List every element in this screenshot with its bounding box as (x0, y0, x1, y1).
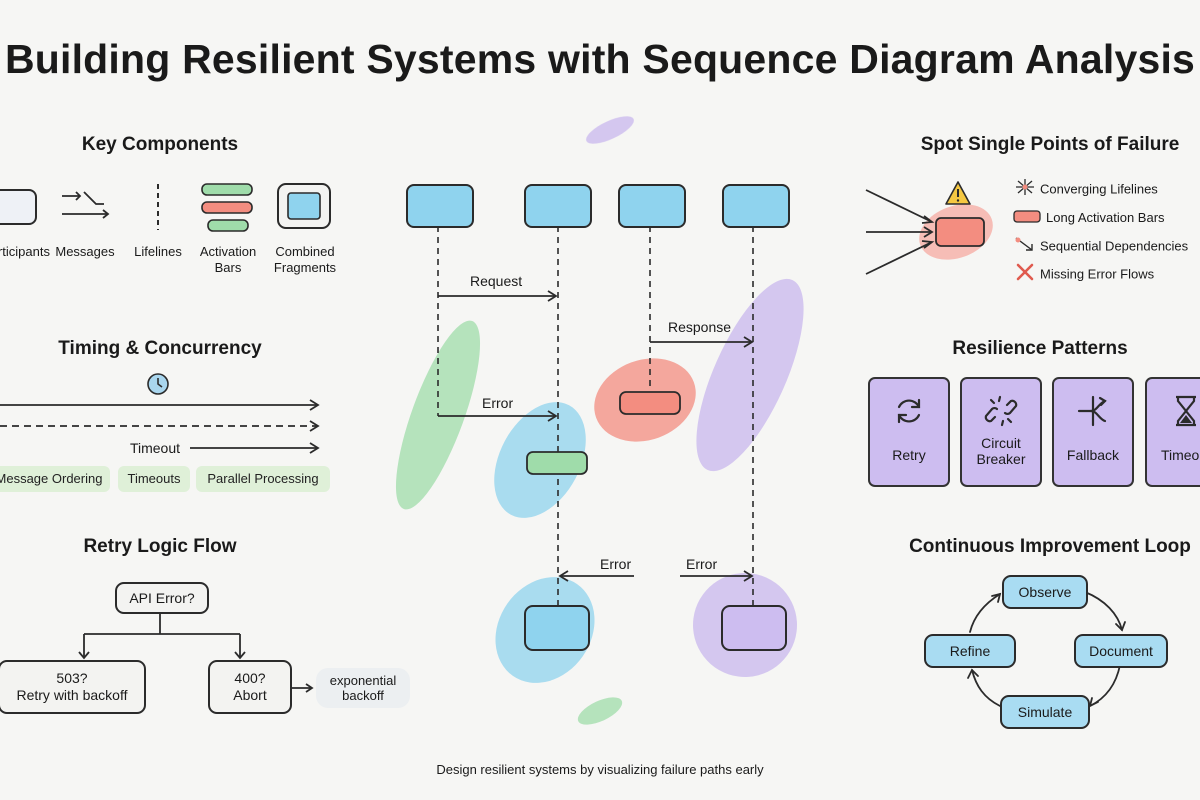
loop-node-refine: Refine (924, 634, 1016, 668)
component-label: Activation Bars (199, 244, 257, 275)
spof-item: Converging Lifelines (1012, 177, 1158, 197)
combined-fragments-icon (277, 183, 331, 229)
clock-icon (147, 373, 169, 395)
component-label: Participants (0, 244, 50, 259)
bottleneck-node (935, 217, 985, 247)
timing-heading: Timing & Concurrency (58, 338, 262, 359)
pattern-card-timeout: Timeout (1145, 377, 1200, 487)
participant-box (618, 184, 686, 228)
participant-box (524, 184, 592, 228)
timeout-label: Timeout (129, 440, 181, 456)
broken-link-icon (962, 393, 1040, 434)
retry-icon (870, 393, 948, 434)
message-response: Response (668, 319, 732, 335)
api-error-node: API Error? (115, 582, 209, 614)
participant-box (722, 184, 790, 228)
loop-node-observe: Observe (1002, 575, 1088, 609)
pill-parallel-processing: Parallel Processing (196, 466, 330, 492)
patterns-heading: Resilience Patterns (952, 338, 1128, 359)
activation-bar-green (526, 451, 588, 475)
retry-heading: Retry Logic Flow (83, 536, 237, 557)
participant-box-bottom (524, 605, 590, 651)
hourglass-icon (1147, 393, 1200, 434)
pill-timeouts: Timeouts (118, 466, 190, 492)
participant-icon (0, 189, 37, 225)
loop-node-simulate: Simulate (1000, 695, 1090, 729)
activation-bars-icon (201, 183, 253, 232)
messages-icon (62, 191, 110, 219)
abort-node: 400? Abort (208, 660, 292, 714)
dependency-icon (1012, 234, 1040, 260)
fork-icon (1054, 393, 1132, 434)
converging-icon (1012, 177, 1040, 203)
page-title: Building Resilient Systems with Sequence… (4, 36, 1196, 82)
component-label: Lifelines (134, 244, 182, 259)
pattern-card-retry: Retry (868, 377, 950, 487)
x-icon (1012, 262, 1040, 288)
message-request: Request (470, 273, 523, 289)
footer-caption: Design resilient systems by visualizing … (436, 762, 764, 777)
participant-box (406, 184, 474, 228)
spof-diagram (865, 181, 993, 275)
key-components-icons (0, 183, 331, 232)
pill-message-ordering: Message Ordering (0, 466, 110, 492)
component-label: Combined Fragments (273, 244, 337, 275)
timing-arrows (0, 373, 320, 454)
message-error: Error (686, 556, 718, 572)
activation-bar-icon (1012, 206, 1041, 232)
sequence-diagram (395, 116, 804, 725)
component-label: Messages (55, 244, 115, 259)
message-error: Error (600, 556, 632, 572)
spof-item: Sequential Dependencies (1012, 234, 1188, 254)
spof-item: Missing Error Flows (1012, 262, 1154, 282)
warning-icon (945, 181, 971, 205)
retry-tree-lines (78, 612, 314, 693)
activation-bar-red (619, 391, 681, 415)
exponential-backoff-note: exponential backoff (316, 668, 410, 708)
spof-heading: Spot Single Points of Failure (920, 134, 1180, 155)
key-components-heading: Key Components (81, 134, 239, 155)
loop-arrows (967, 591, 1126, 708)
pattern-card-fallback: Fallback (1052, 377, 1134, 487)
spof-item: Long Activation Bars (1012, 206, 1165, 226)
loop-heading: Continuous Improvement Loop (909, 536, 1191, 557)
participant-box-bottom (721, 605, 787, 651)
message-error: Error (482, 395, 514, 411)
retry-with-backoff-node: 503? Retry with backoff (0, 660, 146, 714)
loop-node-document: Document (1074, 634, 1168, 668)
pattern-card-circuit-breaker: Circuit Breaker (960, 377, 1042, 487)
